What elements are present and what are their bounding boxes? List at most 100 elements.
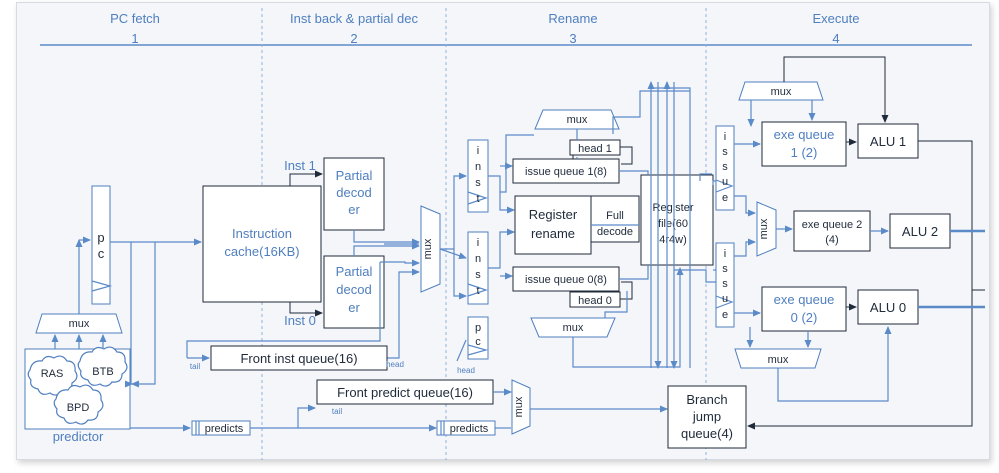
decode-mux-label: mux bbox=[422, 238, 434, 259]
stage-1-num: 1 bbox=[131, 31, 138, 46]
partial-decoder-1: Partial decod er bbox=[323, 157, 385, 231]
issue-queue-0-label: issue queue 0(8) bbox=[525, 274, 607, 286]
register-file-l1: Register bbox=[653, 202, 694, 214]
exec-mux-bottom-label: mux bbox=[768, 354, 789, 366]
issue-register-0: i s s u e bbox=[715, 242, 735, 328]
predicts-label-2: predicts bbox=[450, 423, 489, 435]
inst-queue-head-label: head bbox=[386, 360, 404, 369]
stage-header: PC fetch 1 Inst back & partial dec 2 Ren… bbox=[40, 11, 972, 46]
head0-label: head 0 bbox=[578, 295, 612, 307]
exec-mux-top: mux bbox=[738, 81, 824, 101]
issue0-l4: u bbox=[722, 293, 728, 305]
front-inst-queue-label: Front inst queue(16) bbox=[240, 351, 357, 366]
bpd-label: BPD bbox=[67, 402, 90, 414]
predicts-label-1: predicts bbox=[205, 423, 244, 435]
stage2-wires-mux bbox=[186, 230, 420, 359]
exec-mux-mid-label: mux bbox=[758, 218, 770, 239]
head1-box: head 1 bbox=[569, 139, 621, 156]
stage1-wires bbox=[51, 236, 202, 432]
bjq-l1: Branch bbox=[686, 392, 727, 407]
partial-decoder-0: Partial decod er bbox=[323, 255, 385, 329]
bjq-l2: jump bbox=[692, 409, 721, 424]
full-decode-l1: Full bbox=[606, 210, 624, 222]
btb-label: BTB bbox=[92, 366, 113, 378]
exe-queue-0-l1: exe queue bbox=[774, 292, 835, 307]
pc-register-rename: p c bbox=[467, 316, 489, 360]
inst0-l3: s bbox=[475, 269, 481, 281]
register-rename-l2: rename bbox=[531, 226, 575, 241]
exe-queue-1-l2: 1 (2) bbox=[791, 145, 818, 160]
stage-2-name: Inst back & partial dec bbox=[290, 11, 418, 26]
issue0-l5: e bbox=[722, 309, 728, 321]
issue0-l1: i bbox=[724, 248, 726, 260]
head1-label: head 1 bbox=[578, 143, 612, 155]
inst1-label: Inst 1 bbox=[284, 158, 316, 173]
pc-register: p c bbox=[91, 185, 113, 305]
issue1-l1: i bbox=[724, 131, 726, 143]
exe-queue-2: exe queue 2 (4) bbox=[793, 210, 871, 252]
inst0-l2: n bbox=[475, 253, 481, 265]
predicts-register-2: predicts bbox=[436, 420, 496, 436]
register-rename-l1: Register bbox=[529, 207, 578, 222]
front-predict-queue-label: Front predict queue(16) bbox=[337, 385, 473, 400]
stage3-wires-in bbox=[439, 134, 534, 362]
alu-0: ALU 0 bbox=[857, 289, 919, 325]
issue-register-1: i s s u e bbox=[715, 125, 735, 211]
bjq-l3: queue(4) bbox=[681, 426, 733, 441]
stage-3-name: Rename bbox=[548, 11, 597, 26]
register-file-l3: 4r4w) bbox=[659, 234, 687, 246]
exe-queue-1: exe queue 1 (2) bbox=[761, 121, 847, 167]
issue-queue-1-label: issue queue 1(8) bbox=[525, 166, 607, 178]
inst-register-0: i n s t bbox=[467, 231, 489, 305]
exec-mux-top-label: mux bbox=[771, 86, 792, 98]
issue1-l5: e bbox=[722, 192, 728, 204]
stage-3-num: 3 bbox=[569, 31, 576, 46]
rename-mux-bottom: mux bbox=[530, 317, 616, 338]
inst-queue-tail-label: tail bbox=[190, 362, 200, 371]
icache-label-2: cache(16KB) bbox=[224, 244, 299, 259]
predict-mux-label: mux bbox=[513, 396, 525, 417]
instruction-cache: Instruction cache(16KB) bbox=[202, 185, 322, 303]
partial-decoder-1-l3: er bbox=[348, 202, 360, 217]
rename-mux-top: mux bbox=[534, 109, 620, 130]
front-predict-queue: Front predict queue(16) bbox=[316, 379, 494, 405]
branch-jump-queue: Branch jump queue(4) bbox=[667, 385, 747, 449]
issue0-l3: s bbox=[722, 278, 728, 290]
predict-mux: mux bbox=[511, 379, 531, 435]
inst1-l4: t bbox=[476, 193, 479, 205]
pc-rename-l1: p bbox=[475, 322, 481, 334]
partial-decoder-1-l2: decod bbox=[336, 185, 371, 200]
partial-decoder-0-l2: decod bbox=[336, 282, 371, 297]
rename-mux-top-label: mux bbox=[567, 114, 588, 126]
fetch-mux: mux bbox=[35, 313, 123, 334]
predicts-register-1: predicts bbox=[191, 420, 251, 436]
full-decode: Full decode bbox=[590, 195, 640, 243]
exe-queue-2-l1: exe queue 2 bbox=[802, 219, 863, 231]
alu0-label: ALU 0 bbox=[870, 300, 906, 315]
exe-queue-2-l2: (4) bbox=[825, 234, 838, 246]
pc-rename-l2: c bbox=[475, 336, 481, 348]
issue-queue-0: issue queue 0(8) bbox=[512, 266, 620, 292]
stage2-wires-predict bbox=[250, 388, 512, 432]
decode-mux: mux bbox=[420, 205, 441, 293]
exe-queue-1-l1: exe queue bbox=[774, 127, 835, 142]
exec-mux-mid: mux bbox=[756, 201, 777, 257]
rename-mux-bottom-label: mux bbox=[563, 322, 584, 334]
inst1-l1: i bbox=[477, 145, 479, 157]
issue0-l2: s bbox=[722, 263, 728, 275]
register-file-l2: file(60 bbox=[658, 218, 688, 230]
icache-label-1: Instruction bbox=[232, 226, 292, 241]
alu1-label: ALU 1 bbox=[870, 134, 906, 149]
ras-label: RAS bbox=[41, 368, 64, 380]
pc-label-p: p bbox=[97, 230, 104, 245]
exec-mux-bottom: mux bbox=[734, 348, 822, 369]
head0-box: head 0 bbox=[569, 291, 621, 308]
stage4-wires bbox=[734, 56, 985, 430]
exe-queue-0: exe queue 0 (2) bbox=[761, 286, 847, 332]
partial-decoder-0-l1: Partial bbox=[336, 264, 373, 279]
partial-decoder-0-l3: er bbox=[348, 300, 360, 315]
pc-head-label: head bbox=[457, 366, 475, 375]
inst-register-1: i n s t bbox=[467, 139, 489, 213]
alu-2: ALU 2 bbox=[889, 213, 951, 249]
